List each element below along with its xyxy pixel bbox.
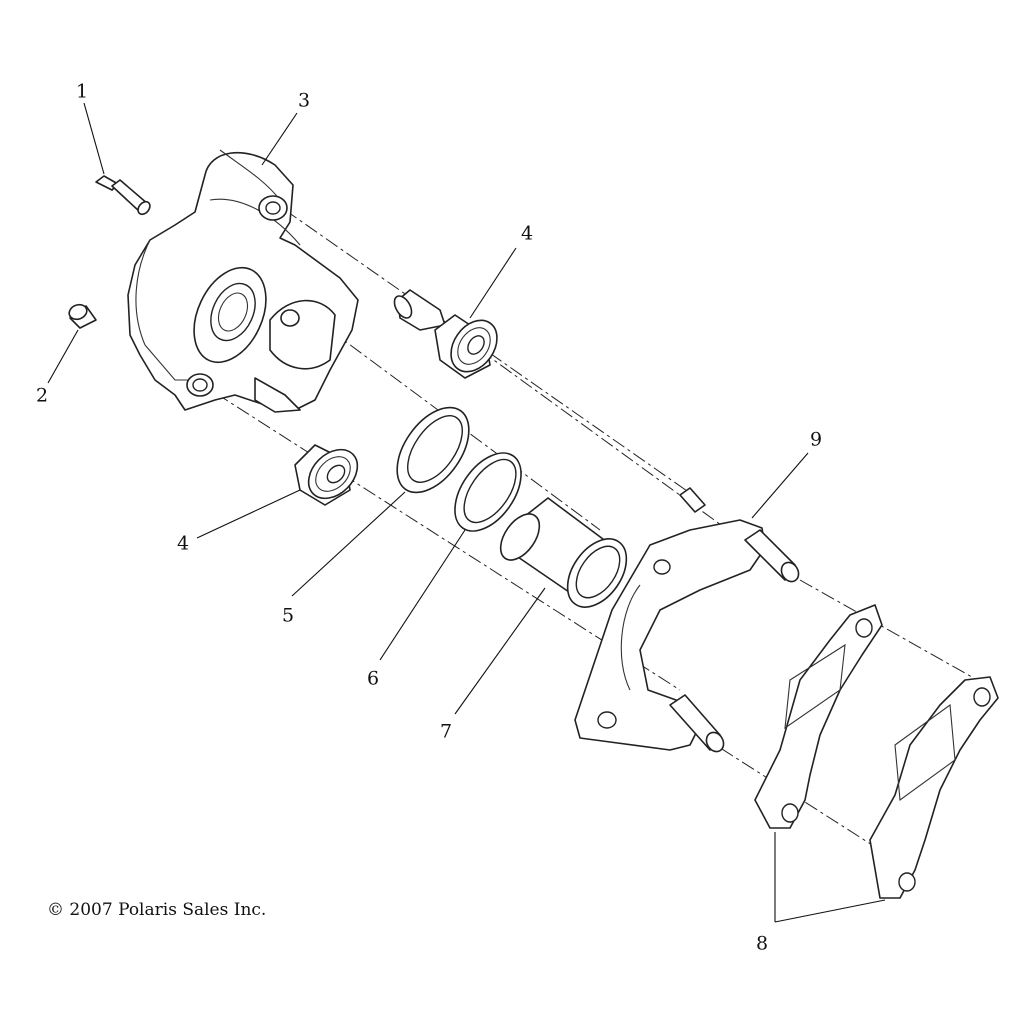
callout-1: 1: [75, 80, 89, 103]
leader-6: [379, 529, 466, 661]
callout-5: 5: [281, 604, 295, 627]
piston-dust-seal: [396, 406, 470, 494]
callout-6: 6: [366, 667, 380, 690]
callout-7: 7: [439, 720, 453, 743]
slide-pin-boot-upper: [393, 289, 498, 379]
caliper-piston: [499, 497, 628, 608]
caliper-bracket: [574, 487, 800, 753]
leader-8b: [774, 899, 886, 923]
leader-lines: [47, 102, 886, 923]
leader-3: [261, 112, 298, 166]
callout-3: 3: [297, 89, 311, 112]
callout-4-lower: 4: [176, 532, 190, 555]
leader-7: [454, 587, 546, 715]
leader-9: [751, 452, 809, 519]
caliper-body: [127, 149, 359, 413]
leader-5: [291, 491, 406, 597]
piston-seal: [454, 452, 522, 532]
copyright-notice: © 2007 Polaris Sales Inc.: [47, 900, 267, 920]
leader-2: [47, 329, 79, 384]
slide-pin-boot-lower: [294, 444, 359, 506]
callout-2: 2: [35, 384, 49, 407]
small-bushing: [68, 303, 97, 329]
callout-4-upper: 4: [520, 222, 534, 245]
callout-8: 8: [755, 932, 769, 955]
leader-4a: [469, 247, 517, 319]
bleeder-screw: [95, 175, 151, 216]
brake-pad-inner: [754, 604, 883, 829]
leader-1: [83, 102, 105, 175]
brake-pad-outer: [869, 676, 999, 899]
leader-4b: [196, 489, 301, 539]
callout-9: 9: [809, 428, 823, 451]
